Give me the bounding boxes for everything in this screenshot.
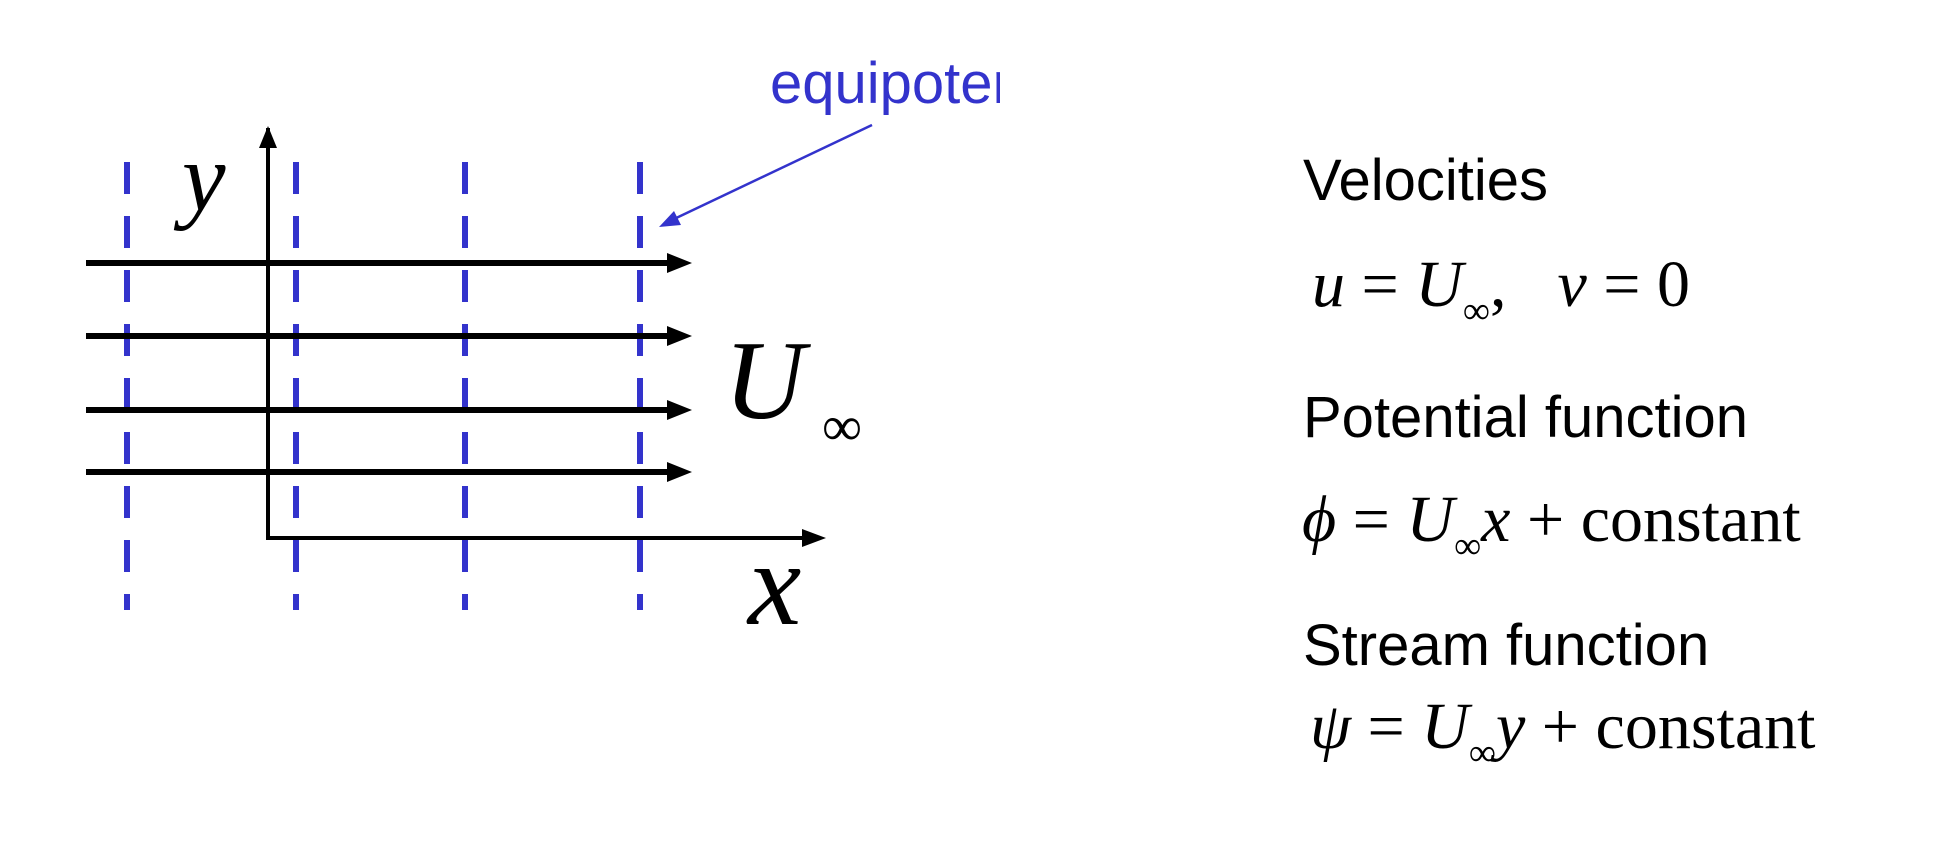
eq-y: y [1496,690,1526,763]
potential-function-equation: ϕ = U∞x + constant [1302,487,1801,566]
annotation-label: equipotentials [770,51,1000,116]
equals-sign: = [1603,248,1658,321]
velocities-heading: Velocities [1303,148,1549,213]
freestream-velocity-label: U ∞ [724,319,862,458]
streamline-arrowhead [667,253,692,273]
y-axis-label: y [173,124,226,232]
eq-constant: constant [1595,690,1816,763]
eq-U: U [1406,483,1455,556]
annotation-pointer [671,123,873,222]
annotation-arrowhead [659,211,681,227]
y-axis-arrowhead [259,126,277,148]
eq-constant: constant [1580,483,1801,556]
plus-sign: + [1526,483,1581,556]
freestream-infinity: ∞ [822,396,862,458]
freestream-U: U [724,319,811,443]
eq-infinity-subscript: ∞ [1454,525,1482,568]
eq-x: x [1481,483,1511,556]
eq-U: U [1415,248,1463,321]
streamline-arrowhead [667,462,692,482]
eq-zero: 0 [1657,248,1691,321]
streamlines [86,253,692,482]
equals-sign: = [1352,483,1407,556]
x-axis-arrowhead [802,529,826,547]
eq-phi: ϕ [1302,483,1337,556]
flow-diagram: equipotentials y x U ∞ [86,51,1000,650]
x-axis-label: x [746,517,801,650]
eq-comma: , [1490,248,1507,321]
eq-u: u [1312,248,1345,321]
streamline-arrowhead [667,326,692,346]
velocities-equation: u = U∞, v = 0 [1312,252,1690,331]
equals-sign: = [1361,248,1416,321]
eq-v: v [1557,248,1587,321]
eq-infinity-subscript: ∞ [1468,732,1496,775]
streamline-arrowhead [667,400,692,420]
equals-sign: = [1367,690,1422,763]
potential-function-heading: Potential function [1303,385,1748,450]
eq-infinity-subscript: ∞ [1462,290,1490,333]
eq-psi: ψ [1310,690,1351,763]
annotation: equipotentials [659,51,1000,227]
eq-U: U [1421,690,1469,763]
equipotential-lines [124,162,643,610]
stream-function-heading: Stream function [1303,613,1710,678]
stream-function-equation: ψ = U∞y + constant [1310,694,1815,773]
plus-sign: + [1541,690,1596,763]
